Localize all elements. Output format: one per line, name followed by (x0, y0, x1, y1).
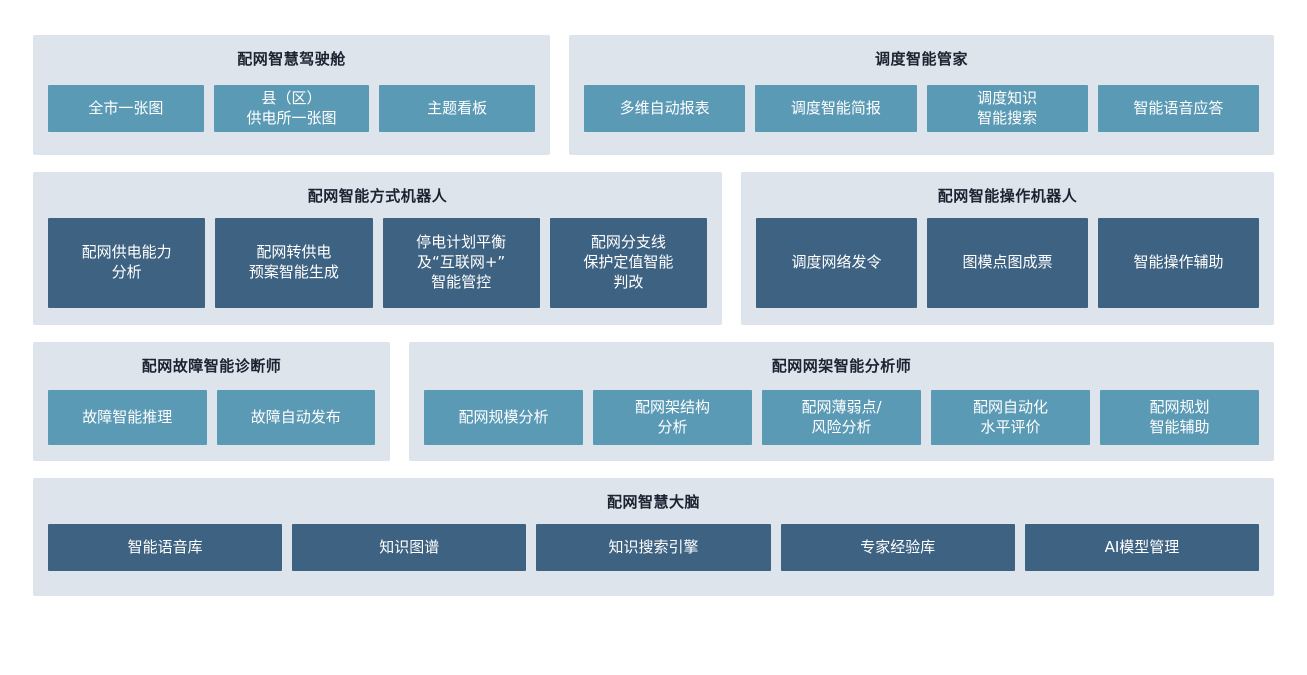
panel-mode-robot: 配网智能方式机器人 配网供电能力 分析 配网转供电 预案智能生成 停电计划平衡 … (33, 172, 722, 325)
tile-group-smart-brain: 智能语音库 知识图谱 知识搜索引擎 专家经验库 AI模型管理 (48, 524, 1260, 571)
tile-group-fault-diagnostician: 故障智能推理 故障自动发布 (48, 390, 375, 445)
panel-operation-robot: 配网智能操作机器人 调度网络发令 图模点图成票 智能操作辅助 (741, 172, 1274, 325)
tile-city-one-map[interactable]: 全市一张图 (48, 85, 204, 132)
tile-voice-library[interactable]: 智能语音库 (48, 524, 283, 571)
tile-operation-assist[interactable]: 智能操作辅助 (1098, 218, 1259, 308)
tile-dispatch-network-order[interactable]: 调度网络发令 (756, 218, 917, 308)
tile-auto-report[interactable]: 多维自动报表 (584, 85, 746, 132)
panel-smart-cockpit: 配网智慧驾驶舱 全市一张图 县（区） 供电所一张图 主题看板 (33, 35, 550, 155)
panel-title-fault-diagnostician: 配网故障智能诊断师 (141, 357, 282, 375)
panel-fault-diagnostician: 配网故障智能诊断师 故障智能推理 故障自动发布 (33, 342, 390, 461)
panel-title-dispatch-butler: 调度智能管家 (874, 50, 968, 68)
tile-knowledge-smart-search[interactable]: 调度知识 智能搜索 (926, 85, 1088, 132)
panel-title-grid-analyst: 配网网架智能分析师 (771, 357, 912, 375)
tile-fault-reasoning[interactable]: 故障智能推理 (48, 390, 207, 445)
tile-outage-plan-balance-control[interactable]: 停电计划平衡 及“互联网+” 智能管控 (382, 218, 540, 308)
tile-group-grid-analyst: 配网规模分析 配网架结构 分析 配网薄弱点/ 风险分析 配网自动化 水平评价 配… (424, 390, 1259, 445)
tile-county-station-one-map[interactable]: 县（区） 供电所一张图 (213, 85, 370, 132)
panel-title-mode-robot: 配网智能方式机器人 (307, 187, 448, 205)
tile-voice-response[interactable]: 智能语音应答 (1097, 85, 1259, 132)
tile-weakpoint-risk-analysis[interactable]: 配网薄弱点/ 风险分析 (762, 390, 921, 445)
panel-title-smart-brain: 配网智慧大脑 (606, 493, 700, 511)
tile-dispatch-briefing[interactable]: 调度智能简报 (755, 85, 917, 132)
panel-title-operation-robot: 配网智能操作机器人 (937, 187, 1078, 205)
tile-fault-auto-publish[interactable]: 故障自动发布 (216, 390, 375, 445)
row-3: 配网故障智能诊断师 故障智能推理 故障自动发布 配网网架智能分析师 配网规模分析… (33, 342, 1274, 461)
tile-supply-capacity-analysis[interactable]: 配网供电能力 分析 (48, 218, 206, 308)
panel-smart-brain: 配网智慧大脑 智能语音库 知识图谱 知识搜索引擎 专家经验库 AI模型管理 (33, 478, 1274, 596)
tile-theme-dashboard[interactable]: 主题看板 (379, 85, 536, 132)
row-2: 配网智能方式机器人 配网供电能力 分析 配网转供电 预案智能生成 停电计划平衡 … (33, 172, 1274, 325)
tile-expert-experience-library[interactable]: 专家经验库 (780, 524, 1015, 571)
tile-group-smart-cockpit: 全市一张图 县（区） 供电所一张图 主题看板 (48, 85, 536, 132)
row-4: 配网智慧大脑 智能语音库 知识图谱 知识搜索引擎 专家经验库 AI模型管理 (33, 478, 1274, 596)
panel-title-smart-cockpit: 配网智慧驾驶舱 (237, 50, 346, 68)
tile-group-mode-robot: 配网供电能力 分析 配网转供电 预案智能生成 停电计划平衡 及“互联网+” 智能… (48, 218, 707, 308)
tile-knowledge-graph[interactable]: 知识图谱 (292, 524, 527, 571)
panel-grid-analyst: 配网网架智能分析师 配网规模分析 配网架结构 分析 配网薄弱点/ 风险分析 配网… (409, 342, 1274, 461)
tile-ai-model-management[interactable]: AI模型管理 (1024, 524, 1260, 571)
tile-automation-level-evaluation[interactable]: 配网自动化 水平评价 (931, 390, 1090, 445)
tile-grid-scale-analysis[interactable]: 配网规模分析 (424, 390, 583, 445)
panel-dispatch-butler: 调度智能管家 多维自动报表 调度智能简报 调度知识 智能搜索 智能语音应答 (569, 35, 1274, 155)
tile-graph-model-ticket[interactable]: 图模点图成票 (927, 218, 1088, 308)
tile-group-operation-robot: 调度网络发令 图模点图成票 智能操作辅助 (756, 218, 1259, 308)
architecture-diagram: 配网智慧驾驶舱 全市一张图 县（区） 供电所一张图 主题看板 调度智能管家 多维… (33, 35, 1274, 596)
tile-planning-assist[interactable]: 配网规划 智能辅助 (1100, 390, 1259, 445)
tile-branch-protection-setting[interactable]: 配网分支线 保护定值智能 判改 (549, 218, 707, 308)
tile-transfer-plan-generation[interactable]: 配网转供电 预案智能生成 (215, 218, 373, 308)
tile-group-dispatch-butler: 多维自动报表 调度智能简报 调度知识 智能搜索 智能语音应答 (584, 85, 1259, 132)
row-1: 配网智慧驾驶舱 全市一张图 县（区） 供电所一张图 主题看板 调度智能管家 多维… (33, 35, 1274, 155)
tile-grid-structure-analysis[interactable]: 配网架结构 分析 (593, 390, 752, 445)
tile-knowledge-search-engine[interactable]: 知识搜索引擎 (536, 524, 771, 571)
